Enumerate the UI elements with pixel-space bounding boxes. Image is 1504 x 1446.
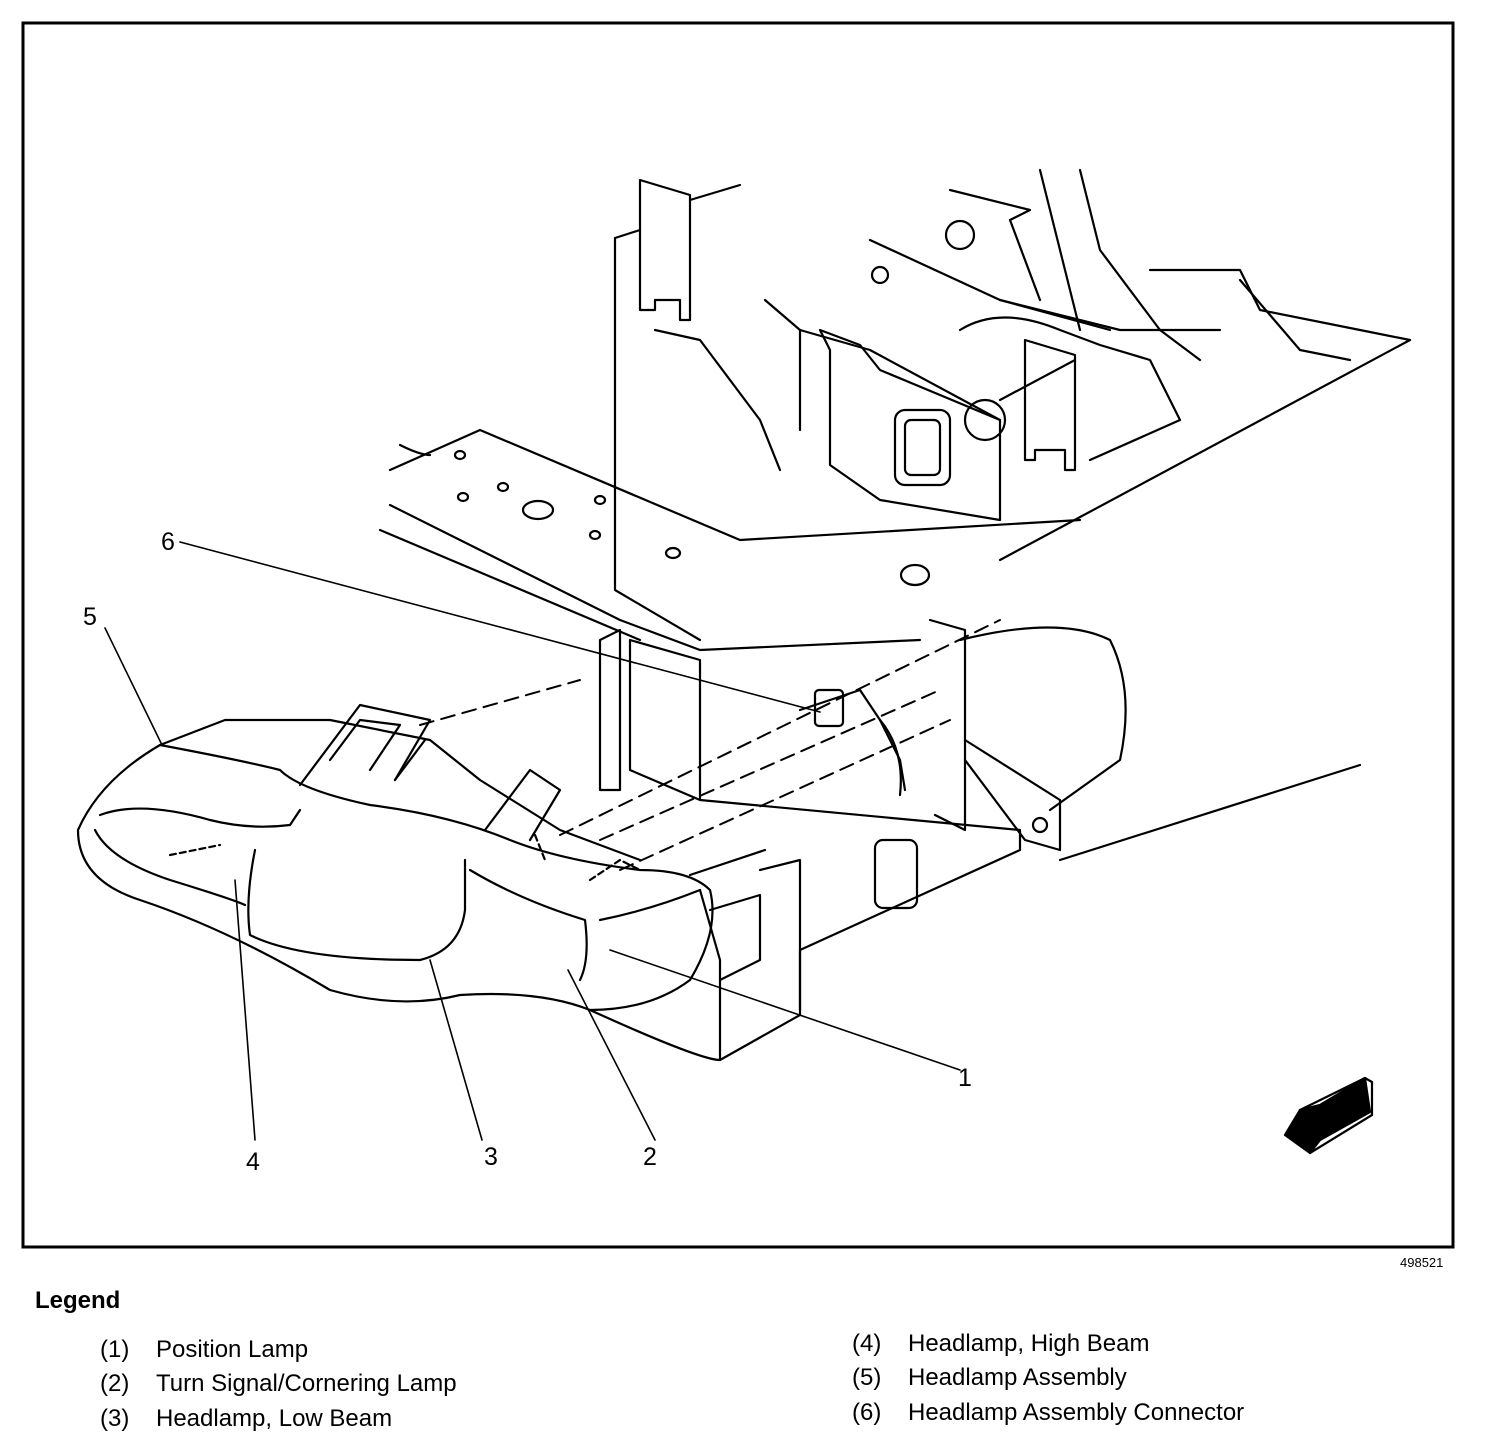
- callout-6: 6: [161, 528, 175, 556]
- diagram-frame: [21, 21, 1455, 1249]
- callout-4: 4: [246, 1148, 260, 1176]
- legend-item-2: (2) Turn Signal/Cornering Lamp: [100, 1370, 457, 1398]
- legend-title: Legend: [35, 1287, 121, 1314]
- legend-item-label: Headlamp, Low Beam: [156, 1405, 393, 1432]
- front-direction-arrow-icon: [1283, 1076, 1374, 1155]
- legend-item-number: (5): [852, 1364, 882, 1391]
- legend-item-number: (2): [100, 1370, 130, 1397]
- legend-item-label: Position Lamp: [156, 1336, 309, 1363]
- legend-item-label: Headlamp Assembly: [908, 1364, 1127, 1391]
- callout-2: 2: [643, 1143, 657, 1171]
- legend-item-6: (6) Headlamp Assembly Connector: [852, 1399, 1244, 1427]
- callout-1: 1: [958, 1064, 972, 1092]
- legend-item-1: (1) Position Lamp: [100, 1336, 308, 1364]
- callout-leaders: [104, 541, 961, 1141]
- headlamp-assembly-diagram: 1 2 3 4 5 6: [21, 21, 1455, 1249]
- callout-3: 3: [484, 1143, 498, 1171]
- legend-item-5: (5) Headlamp Assembly: [852, 1364, 1127, 1392]
- legend-item-label: Headlamp Assembly Connector: [908, 1399, 1245, 1426]
- legend-item-number: (1): [100, 1336, 130, 1363]
- legend-item-label: Turn Signal/Cornering Lamp: [156, 1370, 457, 1397]
- legend-item-label: Headlamp, High Beam: [908, 1330, 1150, 1357]
- callout-5: 5: [83, 603, 97, 631]
- legend-item-number: (3): [100, 1405, 130, 1432]
- legend-item-number: (4): [852, 1330, 882, 1357]
- legend-item-number: (6): [852, 1399, 882, 1426]
- headlamp-assembly: [76, 703, 767, 1062]
- alignment-lines: [419, 619, 1001, 871]
- legend-item-3: (3) Headlamp, Low Beam: [100, 1405, 392, 1433]
- vehicle-structure: [378, 168, 1412, 1062]
- figure-id: 498521: [1400, 1255, 1444, 1270]
- legend-item-4: (4) Headlamp, High Beam: [852, 1330, 1149, 1358]
